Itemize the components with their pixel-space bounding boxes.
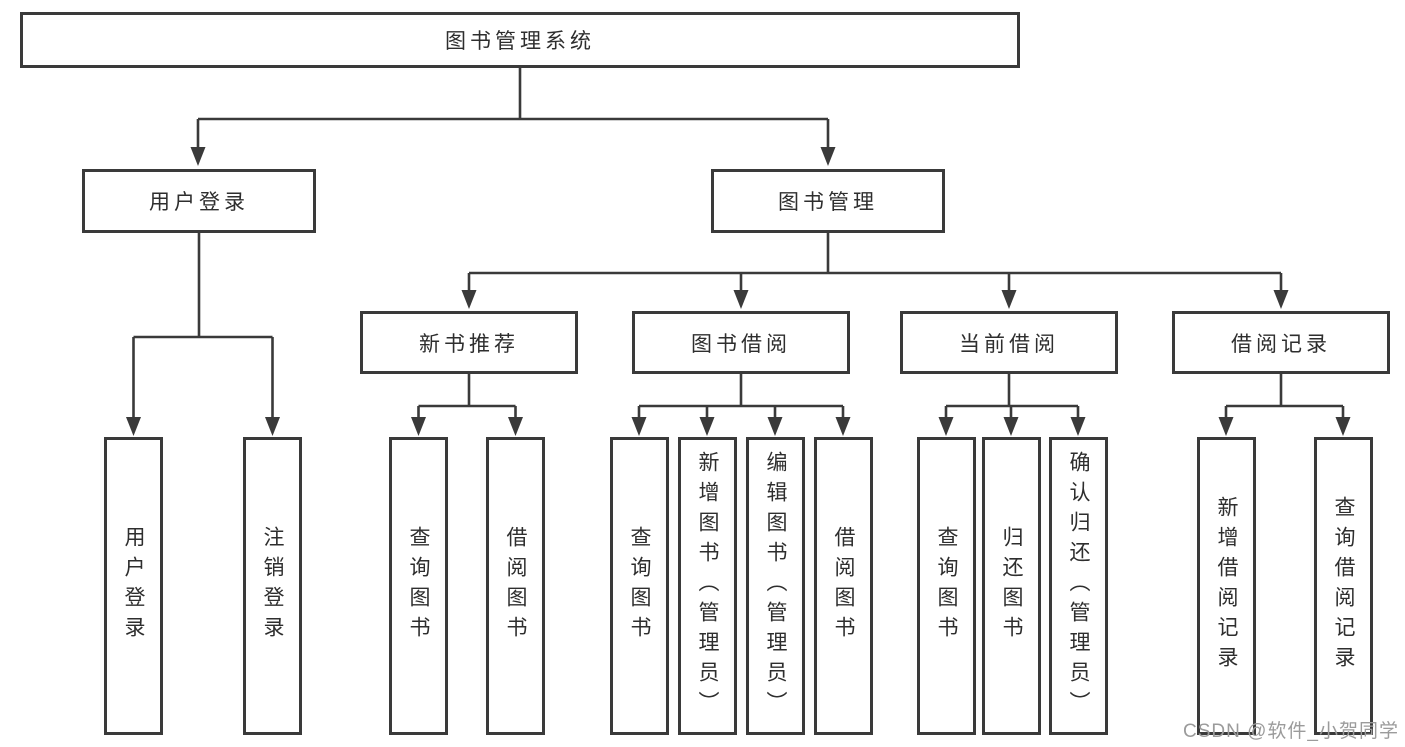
- leaf-query-books-borrowing: 查询图书: [610, 437, 669, 735]
- leaf-add-books-admin-label: 新增图书（管理员）: [696, 451, 720, 721]
- node-book-borrowing-label: 图书借阅: [691, 332, 791, 356]
- node-new-book-recommend-label: 新书推荐: [419, 332, 519, 356]
- leaf-query-borrow-record: 查询借阅记录: [1314, 437, 1373, 735]
- leaf-user-login-label: 用户登录: [122, 526, 146, 646]
- leaf-borrow-books-recommend: 借阅图书: [486, 437, 545, 735]
- leaf-confirm-return-admin: 确认归还（管理员）: [1049, 437, 1108, 735]
- watermark-text: CSDN @软件_小贺同学: [1183, 721, 1399, 742]
- leaf-borrow-books-label: 借阅图书: [832, 526, 856, 646]
- node-root-label: 图书管理系统: [445, 30, 595, 53]
- leaf-query-books-current: 查询图书: [917, 437, 976, 735]
- leaf-logout-label: 注销登录: [261, 526, 285, 646]
- node-borrowing-records: 借阅记录: [1172, 311, 1390, 374]
- leaf-return-books-label: 归还图书: [1000, 526, 1024, 646]
- leaf-query-borrow-record-label: 查询借阅记录: [1332, 496, 1356, 676]
- leaf-edit-books-admin-label: 编辑图书（管理员）: [764, 451, 788, 721]
- leaf-edit-books-admin: 编辑图书（管理员）: [746, 437, 805, 735]
- node-user-login-label: 用户登录: [149, 191, 249, 214]
- node-borrowing-records-label: 借阅记录: [1231, 332, 1331, 356]
- leaf-return-books: 归还图书: [982, 437, 1041, 735]
- node-root: 图书管理系统: [20, 12, 1020, 68]
- node-new-book-recommend: 新书推荐: [360, 311, 578, 374]
- leaf-add-books-admin: 新增图书（管理员）: [678, 437, 737, 735]
- leaf-query-books-borrowing-label: 查询图书: [628, 526, 652, 646]
- node-book-borrowing: 图书借阅: [632, 311, 850, 374]
- leaf-logout: 注销登录: [243, 437, 302, 735]
- node-book-management: 图书管理: [711, 169, 945, 233]
- leaf-user-login: 用户登录: [104, 437, 163, 735]
- node-current-borrowing-label: 当前借阅: [959, 332, 1059, 356]
- leaf-borrow-books-recommend-label: 借阅图书: [504, 526, 528, 646]
- leaf-borrow-books: 借阅图书: [814, 437, 873, 735]
- leaf-query-books-current-label: 查询图书: [935, 526, 959, 646]
- leaf-query-books-recommend-label: 查询图书: [407, 526, 431, 646]
- leaf-confirm-return-admin-label: 确认归还（管理员）: [1067, 451, 1091, 721]
- leaf-query-books-recommend: 查询图书: [389, 437, 448, 735]
- node-current-borrowing: 当前借阅: [900, 311, 1118, 374]
- leaf-add-borrow-record-label: 新增借阅记录: [1215, 496, 1239, 676]
- leaf-add-borrow-record: 新增借阅记录: [1197, 437, 1256, 735]
- node-user-login: 用户登录: [82, 169, 316, 233]
- node-book-management-label: 图书管理: [778, 191, 878, 214]
